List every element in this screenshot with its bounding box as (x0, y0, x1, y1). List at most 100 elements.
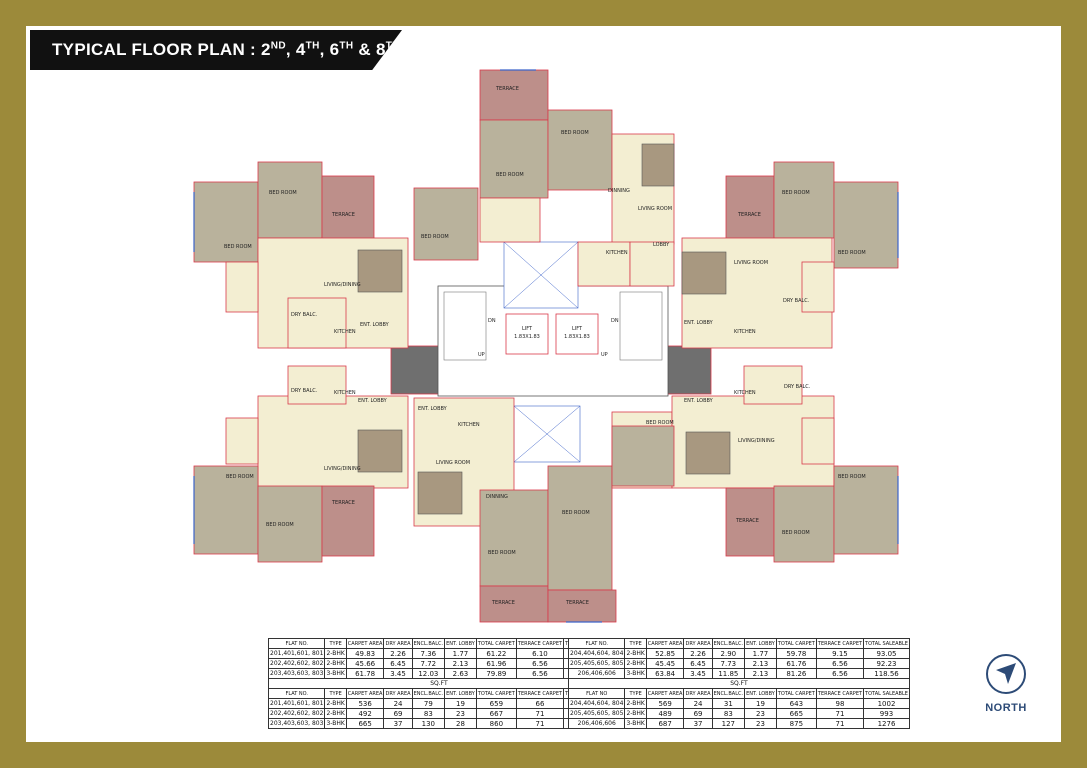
table-cell: TERRACE CARPET (815, 688, 865, 699)
table-cell: 7.73 (711, 658, 746, 669)
table-unit-row: SQ.FT (268, 678, 610, 689)
table-cell: ENT. LOBBY (444, 688, 477, 699)
svg-text:KITCHEN: KITCHEN (734, 390, 756, 396)
table-cell: 24 (683, 698, 713, 709)
lift-1 (505, 313, 549, 355)
flat-top-center-right: BED ROOM DINNING LIVING ROOM KITCHEN LOB… (547, 109, 675, 287)
table-cell: ENCL.BALC. (411, 638, 446, 649)
table-cell: 206,406,606 (567, 668, 626, 679)
svg-text:KITCHEN: KITCHEN (458, 422, 480, 428)
table-cell: 6.56 (515, 658, 565, 669)
svg-text:BED ROOM: BED ROOM (838, 250, 866, 256)
svg-text:TERRACE: TERRACE (495, 86, 519, 92)
table-cell: TOTAL CARPET (775, 638, 817, 649)
table-cell: CARPET AREA (345, 688, 385, 699)
table-cell: 81.26 (775, 668, 817, 679)
flat-bottom-right: KITCHEN DRY BALC. ENT. LOBBY BED ROOM LI… (611, 365, 899, 563)
svg-text:DRY BALC.: DRY BALC. (783, 298, 810, 304)
svg-text:ENT. LOBBY: ENT. LOBBY (684, 398, 714, 404)
table-cell: 71 (515, 708, 565, 719)
table-cell: ENT. LOBBY (744, 688, 777, 699)
table-cell: 61.96 (475, 658, 517, 669)
svg-text:LIVING/DINING: LIVING/DINING (324, 466, 361, 472)
table-cell: 79 (411, 698, 446, 709)
table-cell: 489 (645, 708, 685, 719)
table-cell: 63.84 (645, 668, 685, 679)
table-cell: 1.77 (444, 648, 477, 659)
table-cell: CARPET AREA (645, 638, 685, 649)
table-cell: 2.90 (711, 648, 746, 659)
lift-1-size: 1.83X1.83 (514, 334, 540, 340)
table-cell: 37 (383, 718, 413, 729)
table-cell: DRY AREA (383, 688, 413, 699)
svg-text:DINNING: DINNING (486, 494, 508, 500)
table-cell: 31 (711, 698, 746, 709)
table-cell: DRY AREA (383, 638, 413, 649)
svg-text:DRY BALC.: DRY BALC. (784, 384, 811, 390)
table-cell: 206,406,606 (567, 718, 626, 729)
svg-text:LIVING/DINING: LIVING/DINING (324, 282, 361, 288)
table-cell: DRY AREA (683, 638, 713, 649)
flat-top-left: BED ROOM BED ROOM TERRACE LIVING/DINING … (193, 161, 409, 349)
table-cell: 19 (444, 698, 477, 709)
svg-text:BED ROOM: BED ROOM (269, 190, 297, 196)
table-cell: 61.76 (775, 658, 817, 669)
table-cell: 52.85 (645, 648, 685, 659)
svg-text:ENT. LOBBY: ENT. LOBBY (684, 320, 714, 326)
table-cell: TOTAL SALEABLE (863, 688, 910, 699)
table-cell: 2.26 (383, 648, 413, 659)
svg-text:BED ROOM: BED ROOM (224, 244, 252, 250)
table-cell: TERRACE CARPET (515, 688, 565, 699)
table-cell: 2-BHK (324, 648, 347, 659)
table-cell: ENCL.BALC. (711, 638, 746, 649)
table-cell: FLAT NO (567, 688, 626, 699)
table-cell: 61.22 (475, 648, 517, 659)
table-cell: CARPET AREA (345, 638, 385, 649)
page-title: TYPICAL FLOOR PLAN : 2ND, 4TH, 6TH & 8TH (52, 40, 400, 59)
svg-text:BED ROOM: BED ROOM (782, 530, 810, 536)
flat-bottom-left: KITCHEN DRY BALC. ENT. LOBBY LIVING/DINI… (193, 365, 409, 563)
table-cell: 1276 (863, 718, 910, 729)
floor-plan-drawing: LIFT 1.83X1.83 LIFT 1.83X1.83 UP DN UP D… (193, 69, 899, 623)
table-cell: 49.83 (345, 648, 385, 659)
lift-2 (555, 313, 599, 355)
north-indicator: NORTH (976, 654, 1036, 742)
svg-text:TERRACE: TERRACE (737, 212, 761, 218)
table-cell: TYPE (624, 638, 647, 649)
unit-label: SQ.FT (268, 678, 610, 689)
table-cell: ENT. LOBBY (444, 638, 477, 649)
svg-text:ENT. LOBBY: ENT. LOBBY (360, 322, 390, 328)
table-cell: 71 (815, 718, 865, 729)
table-cell: 204,404,604, 804 (567, 648, 626, 659)
svg-text:LIVING ROOM: LIVING ROOM (436, 460, 470, 466)
stair-up-left: UP (478, 352, 485, 358)
table-cell: 2.63 (444, 668, 477, 679)
table-cell: 93.05 (863, 648, 910, 659)
svg-text:BED ROOM: BED ROOM (266, 522, 294, 528)
table-cell: 665 (345, 718, 385, 729)
table-cell: 659 (475, 698, 517, 709)
table-cell: 37 (683, 718, 713, 729)
table-cell: 118.56 (863, 668, 910, 679)
flat-bottom-center-left: KITCHEN ENT. LOBBY LIVING ROOM DINNING B… (413, 397, 549, 623)
svg-text:BED ROOM: BED ROOM (838, 474, 866, 480)
table-cell: 79.89 (475, 668, 517, 679)
table-cell: TYPE (624, 688, 647, 699)
table-cell: CARPET AREA (645, 688, 685, 699)
table-cell: 3.45 (383, 668, 413, 679)
right-staircase (619, 291, 663, 361)
table-cell: 3.45 (683, 668, 713, 679)
table-cell: 2-BHK (324, 658, 347, 669)
table-cell: 6.56 (815, 668, 865, 679)
table-cell: 23 (744, 718, 777, 729)
stair-dn-left: DN (488, 318, 496, 324)
table-cell: TERRACE CARPET (815, 638, 865, 649)
